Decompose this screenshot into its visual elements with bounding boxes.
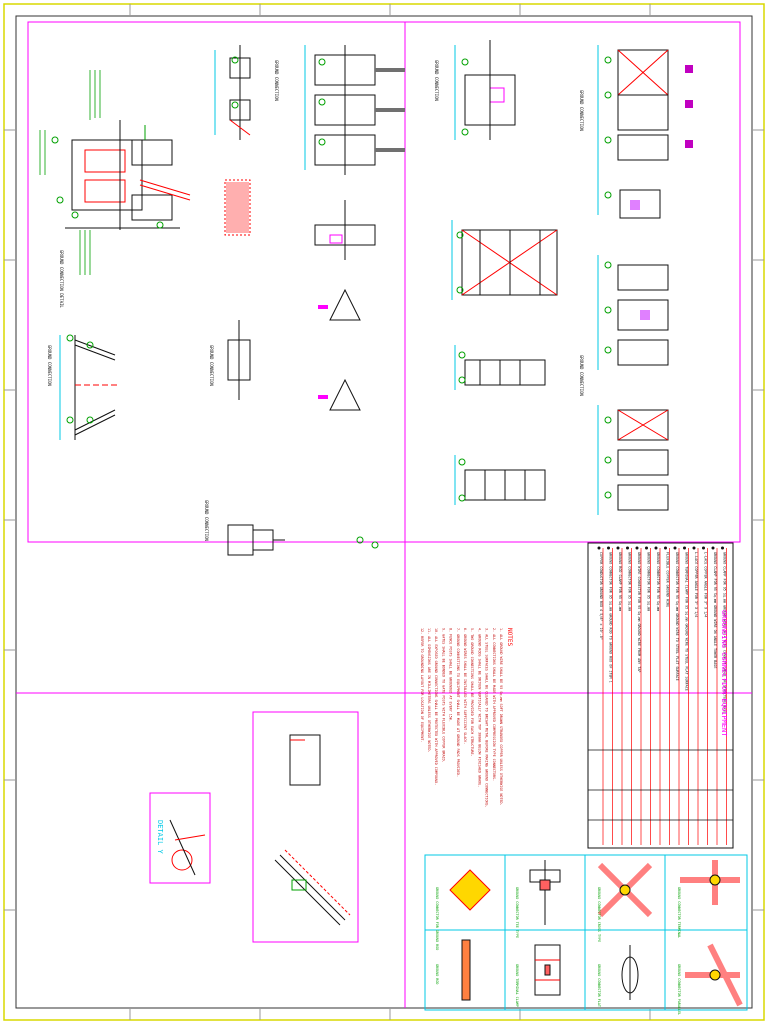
note-item: 4. GROUND RODS SHALL BE DRIVEN VERTICALL… <box>477 628 481 787</box>
title-block-text: COPPER CONDUCTOR GROUND ROD 4 5/8" x 10'… <box>597 546 727 713</box>
title-block-item: GROUND CONNECTOR FOR 95 Sq.mm <box>656 552 660 611</box>
detail-b-drawing <box>59 334 120 440</box>
connector-label: GROUND ROD <box>435 964 439 984</box>
tower-grounding-markers <box>630 65 693 320</box>
connector-label: GROUND TERMINAL CLAMP <box>515 964 519 1007</box>
item-number-marker <box>711 546 715 550</box>
detail-a-annotations <box>39 70 101 275</box>
svg-text:GROUND CONNECTION: GROUND CONNECTION <box>579 90 584 132</box>
note-item: 6. GROUND WIRES SHALL BE INSTALLED WITH … <box>463 628 467 744</box>
detail-f-drawing <box>617 49 669 511</box>
item-number-marker <box>607 546 610 550</box>
small-detail-label: DETAIL Y <box>156 820 164 855</box>
title-block-item: GROUND TERMINAL CLAMP FOR 95 Sq.mm GROUN… <box>685 552 689 691</box>
title-block-item: GROUND CLAMP FOR 95 Sq.mm GROUND WIRE ON… <box>713 552 717 668</box>
detail-a-drawing <box>51 120 191 230</box>
rotated-labels: GROUND CONNECTION DETAIL GROUND CONNECTI… <box>47 60 584 542</box>
connector-drawings <box>449 860 743 1007</box>
svg-text:GROUND CONNECTION: GROUND CONNECTION <box>209 345 214 387</box>
detail-c-hatch <box>226 182 249 233</box>
note-item: 9. GATES SHALL BE BONDED TO GATE POSTS W… <box>441 628 445 763</box>
connector-labels: GROUND CONNECTOR FOR GROUND ROD GROUND CO… <box>435 887 681 1015</box>
title-block-item: GROUND CONNECTOR FOR 95 Sq.mm GROUND ROD… <box>609 552 613 683</box>
title-block-item: GROUND CONNECTOR FOR 95 Sq.mm GROUND WIR… <box>675 552 679 681</box>
item-number-marker <box>683 546 686 550</box>
svg-text:GROUND CONNECTION DETAIL: GROUND CONNECTION DETAIL <box>59 250 64 308</box>
detail-c-drawing <box>224 45 285 556</box>
note-item: 12. REFER TO GROUNDING LAYOUT FOR LOCATI… <box>420 628 424 742</box>
title-block-item: FLEXIBLE COPPER GROUND WIRE <box>666 552 670 607</box>
detail-d-highlights <box>318 234 343 399</box>
svg-text:GROUND CONNECTION: GROUND CONNECTION <box>579 355 584 397</box>
title-block-item: L-LACE COPPER ANGLE FOR 3" X 1/4 <box>704 552 708 617</box>
note-item: 11. ALL DIMENSIONS ARE IN MILLIMETERS UN… <box>427 628 431 753</box>
notes-heading: NOTES <box>506 628 513 646</box>
svg-text:GROUND CONNECTION: GROUND CONNECTION <box>47 345 52 387</box>
note-item: 3. ALL STEEL SURFACES SHALL BE CLEANED T… <box>485 628 489 808</box>
connector-grid <box>424 854 748 1011</box>
inner-border <box>15 15 753 1009</box>
item-number-marker <box>645 546 648 550</box>
svg-text:GROUND CONNECTION: GROUND CONNECTION <box>274 60 279 102</box>
title-block-item: COPPER CONDUCTOR GROUND ROD 4 5/8" x 10'… <box>599 552 603 640</box>
connector-label: GROUND CONNECTOR TERMINAL <box>677 887 681 938</box>
title-block-item: GROUND CONNECTOR FOR 95 Sq.mm <box>628 552 632 611</box>
svg-text:GROUND CONNECTION: GROUND CONNECTION <box>434 60 439 102</box>
item-callouts <box>231 56 612 549</box>
title-block-item: GROUND ROD CLAMP FOR 95 Sq.mm <box>618 552 622 611</box>
connector-label: GROUND CONNECTOR FOR GROUND ROD <box>435 887 439 950</box>
title-block-item: L-LACE COPPER ANGLE FOR 3" X 1/4 <box>694 552 698 617</box>
svg-text:GROUND CONNECTION: GROUND CONNECTION <box>204 500 209 542</box>
title-block-item: GROUND CLAMP FOR 95 Sq.mm GROUND WIRE ON… <box>723 552 727 713</box>
item-number-marker <box>626 546 629 550</box>
note-item: 1. ALL GROUND WIRE SHALL BE 95 Sq.mm SOF… <box>499 628 503 806</box>
detail-panel-border <box>27 21 741 543</box>
insulator-strings <box>375 68 405 152</box>
item-number-marker <box>597 546 601 550</box>
item-number-marker <box>635 546 639 550</box>
item-number-marker <box>616 546 620 550</box>
connector-label: GROUND CONNECTOR TEE TYPE <box>515 887 519 938</box>
note-item: 2. ALL CONNECTIONS SHALL BE MADE WITH AP… <box>492 628 496 781</box>
note-item: 7. GROUND CONNECTIONS TO EQUIPMENT SHALL… <box>456 628 460 777</box>
title-block-table <box>587 542 734 849</box>
detail-g-drawing <box>169 734 351 926</box>
outer-border <box>3 3 765 1021</box>
title-block-item: GROUND CONNECTOR FOR 95 Sq.mm <box>647 552 651 611</box>
note-item: 8. FENCE POSTS SHALL BE GROUNDED AT EVER… <box>449 628 453 722</box>
connector-label: GROUND CONNECTOR CROSS TYPE <box>597 887 601 942</box>
item-number-marker <box>664 546 667 550</box>
title-block-item: GROUND WIRE CONNECTOR FOR 95 Sq.mm GROUN… <box>637 552 641 672</box>
detail-g-frame <box>149 711 359 943</box>
note-item: 10. ALL EXPOSED GROUND CONNECTIONS SHALL… <box>434 628 438 785</box>
note-item: 5. TWO GROUND CONNECTIONS SHALL BE PROVI… <box>470 628 474 757</box>
item-number-marker <box>654 546 658 550</box>
connector-label: GROUND CONNECTOR PARALLEL <box>677 964 681 1015</box>
item-number-marker <box>721 546 724 550</box>
title-block-title: GROUNDING CONNECTION EQUIPMENT <box>720 610 728 737</box>
item-number-marker <box>702 546 705 550</box>
connector-label: GROUND CONNECTOR FLAT <box>597 964 601 1007</box>
item-number-marker <box>692 546 696 550</box>
notes-list: 1. ALL GROUND WIRE SHALL BE 95 Sq.mm SOF… <box>420 628 503 808</box>
item-number-marker <box>673 546 677 550</box>
detail-e-drawing <box>461 40 558 501</box>
ground-level-lines <box>214 45 599 515</box>
